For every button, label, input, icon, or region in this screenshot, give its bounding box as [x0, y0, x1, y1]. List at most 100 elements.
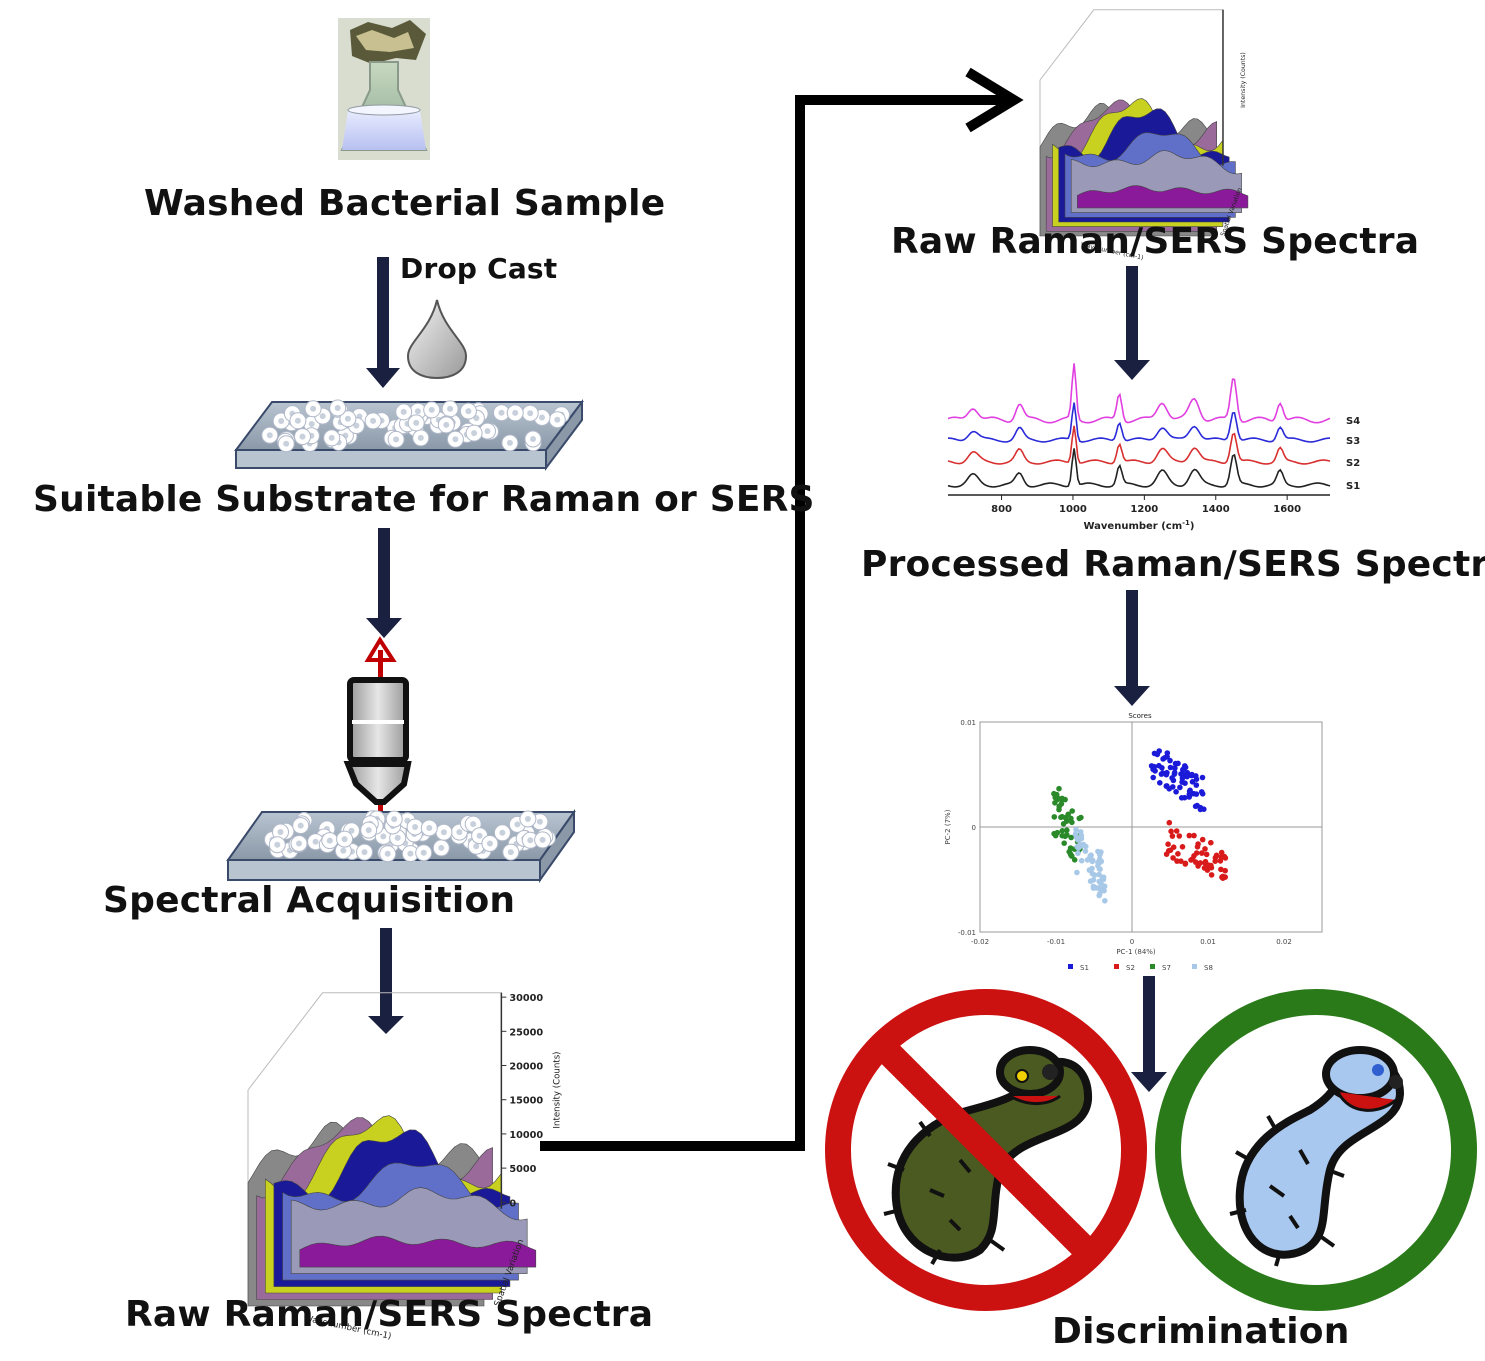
bead-center — [412, 824, 419, 830]
score-point — [1096, 871, 1102, 878]
score-point — [1053, 791, 1060, 798]
score-point — [1075, 850, 1081, 857]
score-point — [1082, 848, 1089, 854]
x-tick-label: 0.01 — [1200, 938, 1216, 946]
legend-swatch — [1192, 964, 1197, 969]
bead-center — [414, 408, 421, 415]
bead-center — [340, 847, 347, 854]
score-point — [1178, 858, 1184, 864]
score-point — [1097, 866, 1103, 872]
arrow-processed-to-pca — [1114, 590, 1150, 706]
bead-center — [527, 410, 534, 417]
bead-center — [266, 432, 273, 439]
bead-center — [365, 827, 372, 834]
score-point — [1173, 789, 1179, 795]
score-point — [1184, 773, 1190, 780]
x-tick-label: 0 — [1130, 938, 1134, 946]
score-point — [1078, 843, 1085, 849]
arrow-pca-to-discrimination — [1131, 976, 1167, 1092]
score-point — [1197, 860, 1204, 866]
score-point — [1217, 858, 1224, 864]
score-point — [1056, 806, 1062, 813]
bead-center — [524, 816, 531, 822]
arrow-substrate-to-acquisition — [366, 528, 402, 638]
score-point — [1052, 800, 1058, 806]
score-point — [1201, 865, 1208, 871]
bead-center — [278, 418, 285, 424]
score-point — [1059, 828, 1066, 834]
score-point — [1173, 828, 1180, 834]
bead-center — [530, 436, 536, 442]
spectrum-line — [947, 363, 1331, 424]
score-point — [1058, 796, 1065, 803]
score-point — [1156, 762, 1162, 769]
arrow-acquisition-to-raw — [368, 928, 404, 1034]
bead-center — [440, 829, 447, 836]
score-point — [1212, 854, 1219, 861]
x-axis-label: PC-1 (84%) — [1116, 948, 1156, 956]
label-raw-spectra-left: Raw Raman/SERS Spectra — [125, 1294, 654, 1335]
spectrum-line — [947, 448, 1331, 488]
score-point — [1163, 783, 1170, 789]
score-point — [1199, 850, 1205, 856]
score-point — [1091, 872, 1098, 878]
score-point — [1222, 867, 1228, 874]
bead-center — [420, 849, 427, 856]
drop-icon — [406, 299, 468, 380]
plot-title: Scores — [1128, 712, 1152, 720]
score-point — [1175, 851, 1181, 857]
bead-center — [370, 417, 377, 424]
score-point — [1163, 771, 1170, 778]
score-point — [1172, 765, 1178, 771]
y-tick-label: 25000 — [509, 1027, 543, 1038]
score-point — [1165, 848, 1172, 854]
score-point — [1208, 872, 1215, 878]
score-point — [1096, 892, 1102, 899]
score-point — [1202, 858, 1209, 865]
bead-center — [341, 836, 348, 843]
y-tick-label: 15000 — [509, 1096, 543, 1107]
microscope-objective-icon — [343, 677, 412, 805]
bead-center — [486, 840, 493, 847]
score-point — [1058, 801, 1065, 807]
bead-center — [471, 430, 478, 437]
x-tick-label: 800 — [991, 504, 1012, 515]
y-tick-label: 20000 — [509, 1062, 543, 1073]
x-axis-label: Wavenumber (cm-1) — [1083, 519, 1194, 532]
bead-center — [476, 832, 483, 839]
score-point — [1152, 768, 1158, 774]
score-point — [1177, 784, 1183, 791]
bead-center — [348, 827, 355, 834]
score-point — [1054, 829, 1061, 836]
bead-center — [394, 834, 401, 841]
score-point — [1065, 811, 1071, 818]
bead-center — [465, 408, 472, 415]
bead-center — [447, 405, 454, 412]
intensity-axis-label: Intensity (Counts) — [552, 1051, 562, 1128]
score-point — [1060, 821, 1067, 827]
y-tick-label: 30000 — [509, 993, 543, 1004]
legend-swatch — [1150, 964, 1155, 969]
score-point — [1064, 832, 1070, 838]
bead-center — [536, 818, 543, 825]
score-point — [1090, 877, 1097, 883]
bead-center — [426, 825, 433, 831]
bead-center — [319, 413, 326, 420]
bead-center — [498, 409, 505, 416]
score-point — [1170, 855, 1176, 861]
score-point — [1167, 764, 1174, 771]
bead-center — [506, 439, 513, 446]
spectrum-layer — [299, 1235, 537, 1268]
score-point — [1199, 774, 1206, 781]
score-point — [1061, 840, 1067, 846]
score-point — [1193, 782, 1200, 788]
bead-center — [527, 837, 534, 844]
score-point — [1176, 833, 1183, 839]
score-point — [1068, 834, 1074, 841]
score-point — [1199, 791, 1206, 797]
intensity-axis-label: Intensity (Counts) — [1240, 52, 1247, 108]
score-point — [1179, 775, 1186, 782]
score-point — [1186, 788, 1193, 795]
